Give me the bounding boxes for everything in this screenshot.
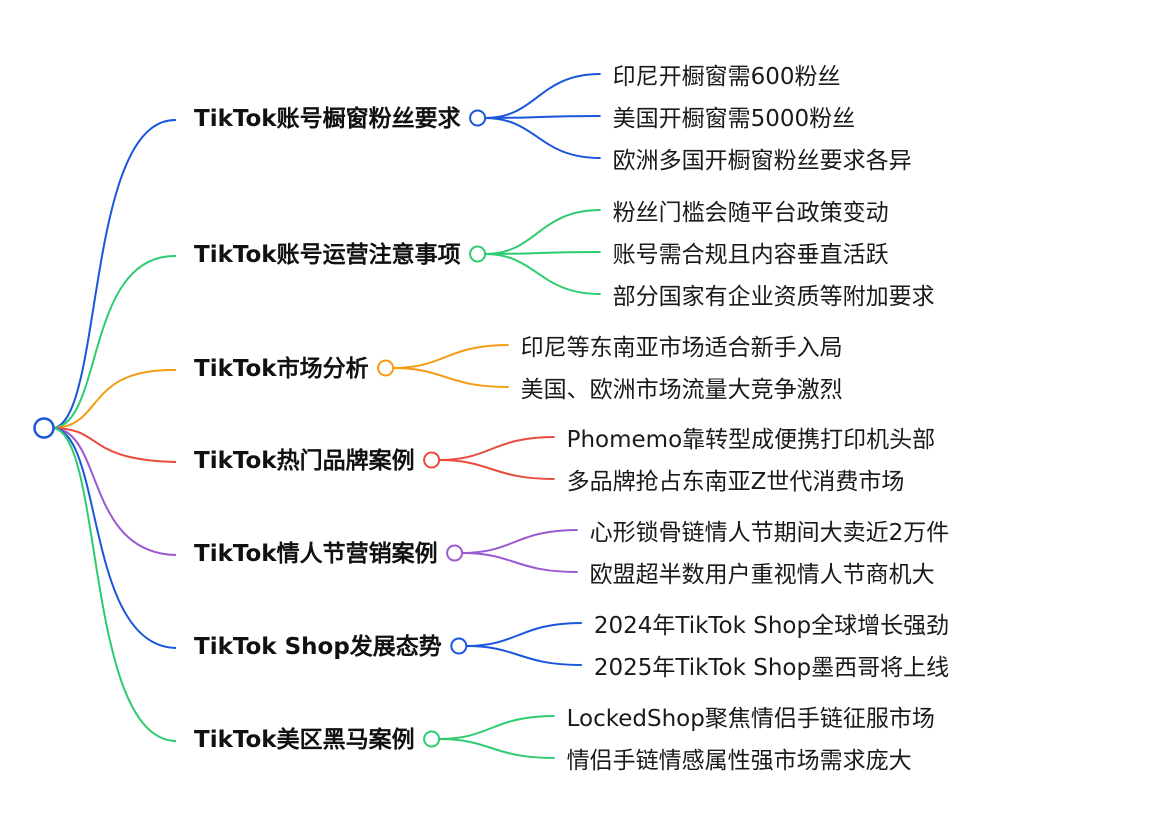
leaf-label[interactable]: Phomemo靠转型成便携打印机头部 xyxy=(567,427,936,453)
branch-node[interactable] xyxy=(423,730,441,748)
leaf-label[interactable]: 多品牌抢占东南亚Z世代消费市场 xyxy=(567,469,905,495)
root-connector xyxy=(51,368,177,429)
root-connector xyxy=(51,118,177,429)
leaf-label[interactable]: 情侣手链情感属性强市场需求庞大 xyxy=(567,748,912,774)
leaf-connector xyxy=(461,529,578,554)
branch-node[interactable] xyxy=(423,451,441,469)
branch-node[interactable] xyxy=(469,245,487,263)
leaf-label[interactable]: 欧洲多国开橱窗粉丝要求各异 xyxy=(613,148,912,174)
branch-label[interactable]: TikTok账号运营注意事项 xyxy=(194,241,461,268)
branch-label[interactable]: TikTok Shop发展态势 xyxy=(194,633,442,660)
leaf-connector xyxy=(392,367,509,388)
leaf-label[interactable]: 美国、欧洲市场流量大竞争激烈 xyxy=(521,377,843,403)
leaf-label[interactable]: 部分国家有企业资质等附加要求 xyxy=(613,284,935,310)
branch-node[interactable] xyxy=(377,359,395,377)
leaf-label[interactable]: 账号需合规且内容垂直活跃 xyxy=(613,242,889,268)
leaf-connector xyxy=(438,715,555,740)
leaf-connector xyxy=(461,552,578,573)
leaf-connector xyxy=(484,251,601,255)
leaf-connector xyxy=(465,622,582,647)
branch-node[interactable] xyxy=(450,637,468,655)
leaf-connector xyxy=(484,117,601,159)
branch-node[interactable] xyxy=(469,109,487,127)
leaf-label[interactable]: LockedShop聚焦情侣手链征服市场 xyxy=(567,706,935,732)
branch-label[interactable]: TikTok情人节营销案例 xyxy=(194,540,438,567)
leaf-label[interactable]: 欧盟超半数用户重视情人节商机大 xyxy=(590,562,935,588)
leaf-label[interactable]: 2024年TikTok Shop全球增长强劲 xyxy=(594,613,949,639)
leaf-connector xyxy=(484,73,601,119)
branch-label[interactable]: TikTok美区黑马案例 xyxy=(194,726,415,753)
connector-lines xyxy=(51,73,601,759)
nodes: TikTok账号橱窗粉丝要求 印尼开橱窗需600粉丝美国开橱窗需5000粉丝欧洲多… xyxy=(194,64,949,774)
leaf-label[interactable]: 印尼开橱窗需600粉丝 xyxy=(613,64,841,90)
leaf-connector xyxy=(438,738,555,759)
leaf-connector xyxy=(465,645,582,666)
root-connector xyxy=(51,427,177,556)
branch-node[interactable] xyxy=(446,544,464,562)
leaf-label[interactable]: 2025年TikTok Shop墨西哥将上线 xyxy=(594,655,949,681)
leaf-label[interactable]: 粉丝门槛会随平台政策变动 xyxy=(613,200,889,226)
branch-label[interactable]: TikTok账号橱窗粉丝要求 xyxy=(194,105,461,132)
leaf-connector xyxy=(484,115,601,119)
root-connector xyxy=(51,427,177,463)
branch-label[interactable]: TikTok市场分析 xyxy=(194,355,369,382)
leaf-label[interactable]: 心形锁骨链情人节期间大卖近2万件 xyxy=(590,520,950,546)
branch-label[interactable]: TikTok热门品牌案例 xyxy=(194,447,415,474)
leaf-connector xyxy=(484,209,601,255)
root-connector xyxy=(51,427,177,649)
leaf-connector xyxy=(392,344,509,369)
root-connector xyxy=(51,427,177,742)
leaf-connector xyxy=(484,253,601,295)
root-connector xyxy=(51,254,177,429)
root-node[interactable] xyxy=(33,417,55,439)
leaf-connector xyxy=(438,436,555,461)
leaf-label[interactable]: 印尼等东南亚市场适合新手入局 xyxy=(521,335,843,361)
leaf-connector xyxy=(438,459,555,480)
leaf-label[interactable]: 美国开橱窗需5000粉丝 xyxy=(613,106,856,132)
